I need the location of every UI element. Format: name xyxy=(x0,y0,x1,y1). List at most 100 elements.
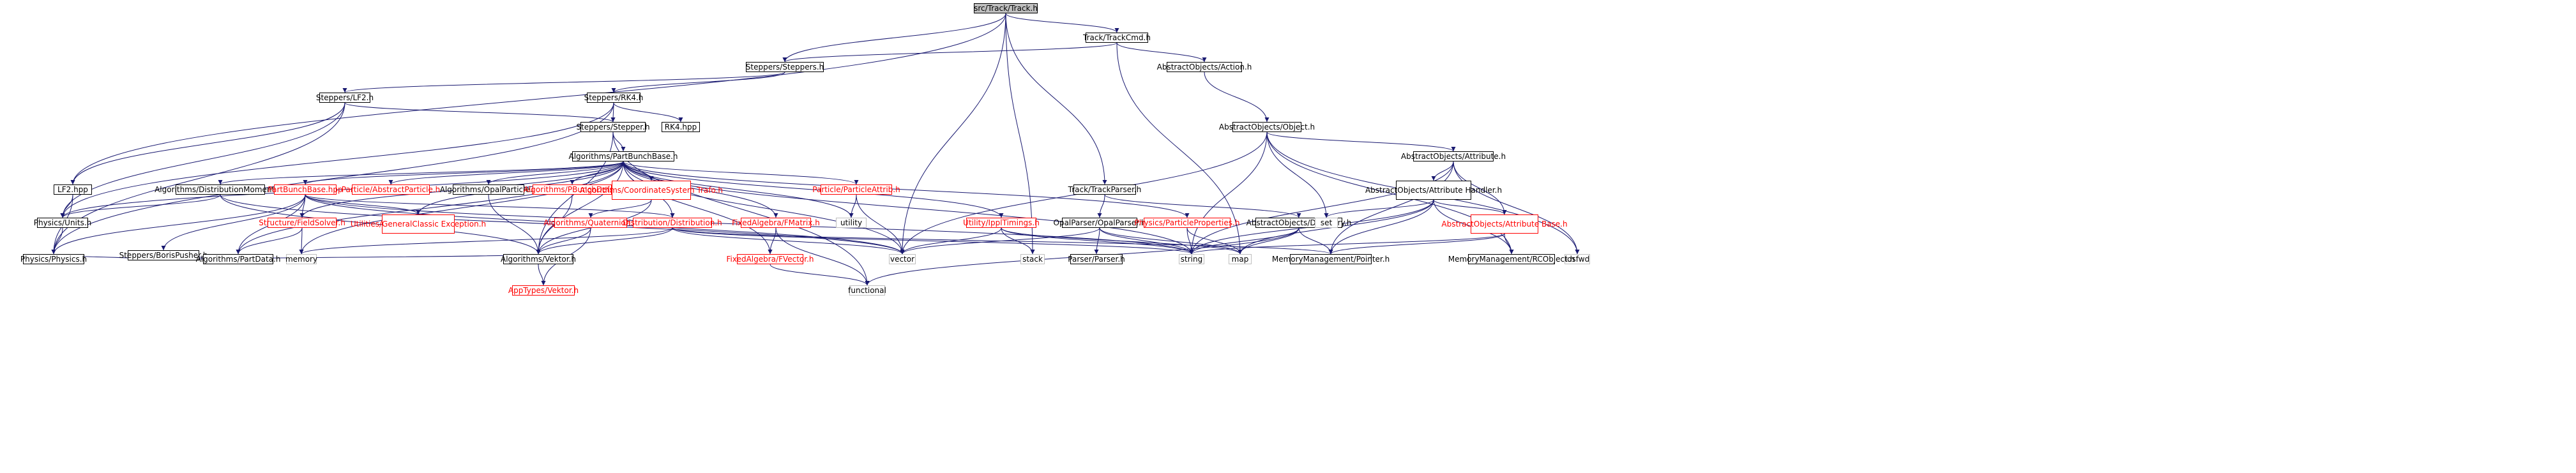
edge-partbunchbase_hpp-to-distribution_h xyxy=(305,194,675,218)
node-pointer-h[interactable]: MemoryManagement/Pointer.h xyxy=(1271,254,1390,264)
edge-attrhandler_h-to-attrbase_h xyxy=(1433,199,1507,215)
edge-track_h-to-stack xyxy=(1005,13,1035,255)
node-fmatrix-h[interactable]: FixedAlgebra/FMatrix.h xyxy=(732,218,820,228)
edge-opalparser_h-to-map xyxy=(1099,227,1243,255)
edge-fieldsolver_h-to-partdata_h xyxy=(236,227,303,255)
node-functional[interactable]: functional xyxy=(848,285,886,296)
edge-ippltimings_h-to-map xyxy=(1001,227,1243,255)
edge-opalparticle_h-to-vektor_h xyxy=(488,194,541,255)
edge-lf2_h-to-physics_h xyxy=(51,102,345,255)
node-rk4-h[interactable]: Steppers/RK4.h xyxy=(584,93,644,103)
node-map[interactable]: map xyxy=(1229,254,1252,264)
edge-partbunchbase_h-to-memory xyxy=(299,161,624,255)
node-coordsystrafo-h[interactable]: Algorithms/CoordinateSystem Trafo.h xyxy=(580,181,723,200)
node-track-h[interactable]: src/Track/Track.h xyxy=(974,3,1038,13)
node-opalparticle-h[interactable]: Algorithms/OpalParticle.h xyxy=(439,184,538,195)
node-quaternion-h[interactable]: Algorithms/Quaternion.h xyxy=(543,218,638,228)
edge-ippltimings_h-to-stack xyxy=(1001,227,1035,255)
edge-rk4_h-to-rk4_hpp xyxy=(613,102,683,123)
node-physics-h[interactable]: Physics/Physics.h xyxy=(20,254,87,264)
edge-track_h-to-lf2_hpp xyxy=(70,13,1006,185)
node-stepper-h[interactable]: Steppers/Stepper.h xyxy=(576,122,650,132)
edge-partbunchbase_h-to-opalparticle_h xyxy=(486,161,624,185)
edge-coordsystrafo_h-to-quaternion_h xyxy=(588,199,652,218)
edge-distribution_h-to-vektor_h xyxy=(536,227,673,255)
edge-attribute_h-to-attrhandler_h xyxy=(1431,161,1454,181)
edge-partbunchbase_h-to-fmatrix_h xyxy=(623,161,778,218)
edge-partbunchbase_hpp-to-genclassicexc_h xyxy=(305,194,421,215)
node-utility[interactable]: utility xyxy=(836,218,867,228)
node-trackparser-h[interactable]: Track/TrackParser.h xyxy=(1068,184,1142,195)
edge-partbunchbase_h-to-ippltimings_h xyxy=(623,161,1004,218)
node-lf2-hpp[interactable]: LF2.hpp xyxy=(54,184,92,195)
node-stack[interactable]: stack xyxy=(1020,254,1045,264)
edge-steppers_h-to-lf2_h xyxy=(342,71,785,93)
node-trackcmd-h[interactable]: Track/TrackCmd.h xyxy=(1083,33,1151,43)
edge-trackcmd_h-to-action_h xyxy=(1116,42,1207,63)
node-ippltimings-h[interactable]: Utility/IpplTimings.h xyxy=(963,218,1040,228)
node-iosfwd[interactable]: iosfwd xyxy=(1565,254,1590,264)
edge-steppers_h-to-rk4_h xyxy=(611,71,785,93)
edge-partbunchbase_h-to-vector xyxy=(623,161,905,255)
edge-trackparser_h-to-opalparser_h xyxy=(1097,194,1105,218)
node-partbunchbase-h[interactable]: Algorithms/PartBunchBase.h xyxy=(568,151,678,161)
node-action-h[interactable]: AbstractObjects/Action.h xyxy=(1156,62,1252,72)
node-rcobject-h[interactable]: MemoryManagement/RCObject.h xyxy=(1448,254,1575,264)
edge-lf2_h-to-stepper_h xyxy=(344,102,616,123)
node-vektor-h[interactable]: Algorithms/Vektor.h xyxy=(501,254,576,264)
node-distmoments-h[interactable]: Algorithms/DistributionMoments.h xyxy=(155,184,286,195)
node-set[interactable]: set xyxy=(1315,218,1338,228)
edge-partbunchbase_h-to-utility xyxy=(623,161,854,218)
node-fvector-h[interactable]: FixedAlgebra/FVector.h xyxy=(726,254,814,264)
edge-partbunchbase_h-to-partdata_h xyxy=(236,161,624,255)
edge-trackcmd_h-to-map xyxy=(1116,42,1243,255)
node-string[interactable]: string xyxy=(1179,254,1204,264)
node-attrbase-h[interactable]: AbstractObjects/Attribute Base.h xyxy=(1441,214,1568,234)
edge-particleattrib_h-to-vector xyxy=(856,194,905,255)
node-steppers-h[interactable]: Steppers/Steppers.h xyxy=(745,62,824,72)
edge-distmoments_h-to-physunits_h xyxy=(60,194,221,218)
edge-lf2_h-to-lf2_hpp xyxy=(70,102,345,185)
edge-attrbase_h-to-pointer_h xyxy=(1328,233,1505,255)
edge-track_h-to-steppers_h xyxy=(782,13,1006,63)
edge-object_h-to-set xyxy=(1266,131,1329,218)
node-distribution-h[interactable]: Distribution/Distribution.h xyxy=(623,218,722,228)
node-lf2-h[interactable]: Steppers/LF2.h xyxy=(315,93,374,103)
node-particleattrib-h[interactable]: Particle/ParticleAttrib.h xyxy=(812,184,900,195)
node-attrhandler-h[interactable]: AbstractObjects/Attribute Handler.h xyxy=(1365,181,1502,200)
node-memory[interactable]: memory xyxy=(285,254,318,264)
node-borispusher-h[interactable]: Steppers/BorisPusher.h xyxy=(119,250,208,260)
node-object-h[interactable]: AbstractObjects/Object.h xyxy=(1218,122,1315,132)
edge-object_h-to-string xyxy=(1189,131,1268,255)
edge-distribution_h-to-vector xyxy=(672,227,905,255)
edge-partbunchbase_h-to-partbunchbase_hpp xyxy=(303,161,624,185)
node-attribute-h[interactable]: AbstractObjects/Attribute.h xyxy=(1400,151,1506,161)
edge-opalparser_h-to-string xyxy=(1099,227,1194,255)
node-pbunchdefs-h[interactable]: Algorithms/PBunchDefs.h xyxy=(523,184,621,195)
node-genclassicexc-h[interactable]: Utilities/GeneralClassic Exception.h xyxy=(351,214,486,234)
edge-attrbase_h-to-rcobject_h xyxy=(1504,233,1514,255)
edge-directory_h-to-map xyxy=(1238,227,1299,255)
node-opalparser-h[interactable]: OpalParser/OpalParser.h xyxy=(1053,218,1146,228)
node-apptypes-vektor-h[interactable]: AppTypes/Vektor.h xyxy=(508,285,579,296)
edge-particleprops_h-to-map xyxy=(1186,227,1243,255)
node-abstractparticle-h[interactable]: Particle/AbstractParticle.h xyxy=(341,184,441,195)
node-parser-h[interactable]: Parser/Parser.h xyxy=(1068,254,1125,264)
edge-partbunchbase_h-to-physunits_h xyxy=(60,161,624,218)
edge-partbunchbase_hpp-to-physics_h xyxy=(51,194,306,255)
edge-fmatrix_h-to-functional xyxy=(775,227,870,286)
edge-track_h-to-vector xyxy=(900,13,1006,255)
edge-distribution_h-to-memory xyxy=(299,227,673,255)
node-rk4-hpp[interactable]: RK4.hpp xyxy=(662,122,700,132)
edge-partbunchbase_hpp-to-borispusher_h xyxy=(161,194,306,251)
node-vector[interactable]: vector xyxy=(889,254,916,264)
edge-ippltimings_h-to-string xyxy=(1001,227,1194,255)
edge-attrbase_h-to-string xyxy=(1189,233,1505,255)
node-partbunchbase-hpp[interactable]: PartBunchBase.hpp xyxy=(268,184,343,195)
node-fieldsolver-h[interactable]: Structure/FieldSolver.h xyxy=(259,218,345,228)
node-particleprops-h[interactable]: Physics/ParticleProperties.h xyxy=(1134,218,1240,228)
node-physunits-h[interactable]: Physics/Units.h xyxy=(33,218,92,228)
edge-directory_h-to-string xyxy=(1189,227,1299,255)
node-partdata-h[interactable]: Algorithms/PartData.h xyxy=(195,254,281,264)
